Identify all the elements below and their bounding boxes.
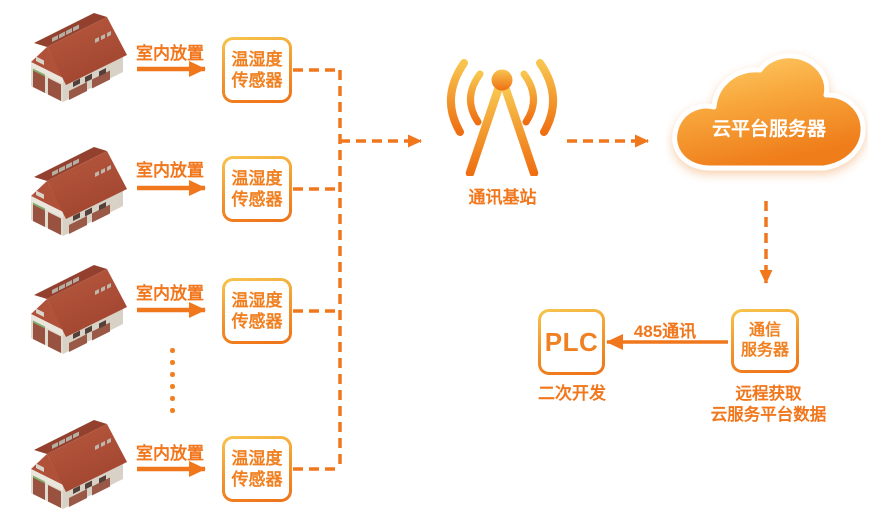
antenna-tower-icon xyxy=(446,59,558,176)
sensor-label-line2: 传感器 xyxy=(231,470,283,489)
plc-box: PLC xyxy=(538,309,605,375)
ellipsis-dots xyxy=(170,348,175,420)
temp-humidity-sensor-box-1: 温湿度 传感器 xyxy=(222,37,292,103)
warehouse-icon-2 xyxy=(20,146,132,246)
placement-label-2: 室内放置 xyxy=(136,161,204,180)
placement-label-1: 室内放置 xyxy=(136,44,204,63)
temp-humidity-sensor-box-3: 温湿度 传感器 xyxy=(222,278,292,344)
comm-server-box: 通信 服务器 xyxy=(731,309,799,373)
comm-server-caption-line2: 云服务平台数据 xyxy=(710,406,827,424)
sensor-label-line1: 温湿度 xyxy=(231,50,283,69)
sensor-label-line1: 温湿度 xyxy=(231,291,283,310)
placement-label-3: 室内放置 xyxy=(136,284,204,303)
warehouse-icon-1 xyxy=(20,12,132,112)
plc-label: PLC xyxy=(544,326,599,357)
temp-humidity-sensor-box-2: 温湿度 传感器 xyxy=(222,156,292,222)
sensor-label-line1: 温湿度 xyxy=(231,169,283,188)
warehouse-icon-3 xyxy=(20,264,132,364)
cloud-icon: 云平台服务器 xyxy=(672,53,866,171)
plc-caption: 二次开发 xyxy=(538,384,606,403)
sensor-label-line2: 传感器 xyxy=(231,71,283,90)
placement-label-4: 室内放置 xyxy=(136,444,204,463)
base-station-label: 通讯基站 xyxy=(468,188,537,207)
comm-server-caption-line1: 远程获取 xyxy=(735,385,802,403)
temp-humidity-sensor-box-4: 温湿度 传感器 xyxy=(222,436,292,502)
comm-server-label-line1: 通信 xyxy=(748,322,781,339)
sensor-label-line1: 温湿度 xyxy=(231,449,283,468)
sensor-label-line2: 传感器 xyxy=(231,190,283,209)
sensor-label-line2: 传感器 xyxy=(231,312,283,331)
rs485-label: 485通讯 xyxy=(633,322,697,341)
cloud-server-label: 云平台服务器 xyxy=(712,117,827,140)
comm-server-caption: 远程获取 云服务平台数据 xyxy=(700,384,837,426)
warehouse-icon-4 xyxy=(20,419,132,519)
comm-server-label-line2: 服务器 xyxy=(740,342,789,359)
